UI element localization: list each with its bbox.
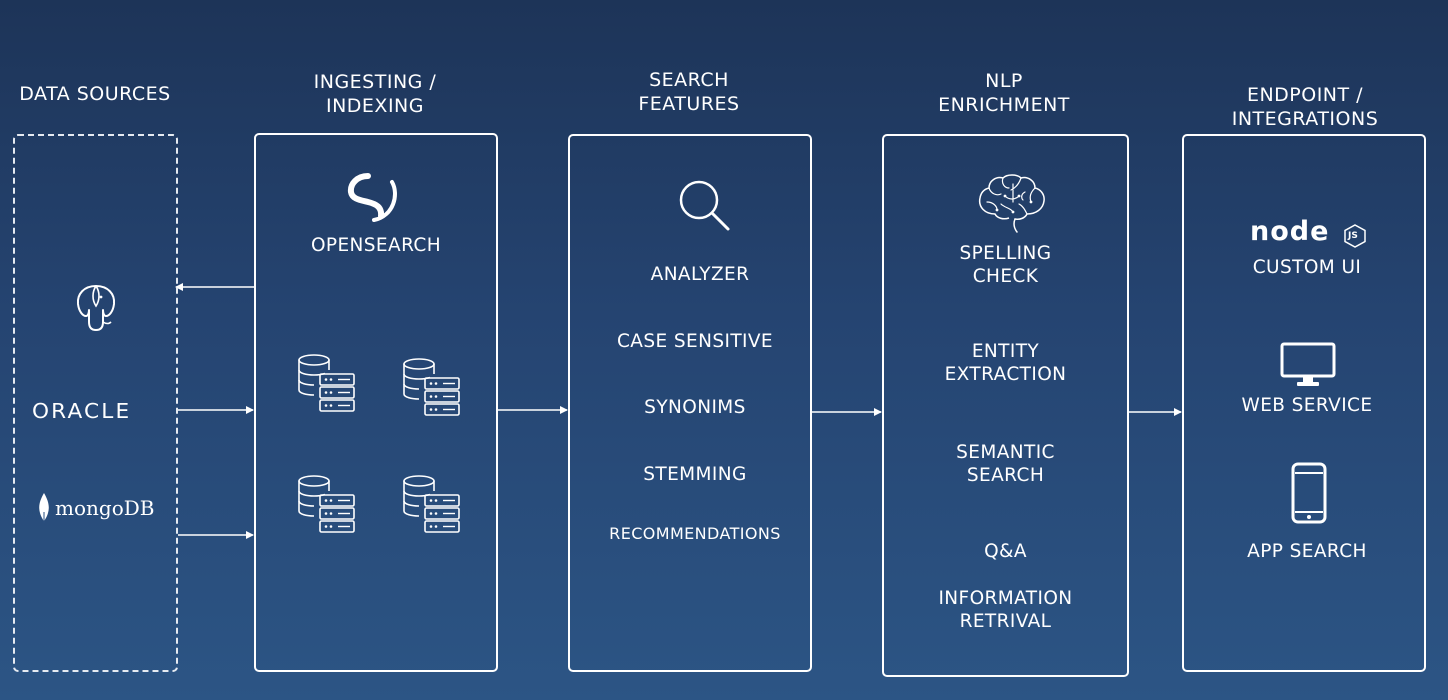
nlp-heading: NLP ENRICHMENT xyxy=(938,70,1070,116)
nodejs-logo-text: node xyxy=(1250,216,1330,247)
monitor-icon xyxy=(1280,342,1336,386)
nodejs-badge-text: JS xyxy=(1348,231,1358,241)
database-server-icon xyxy=(298,475,355,533)
endpoint-custom-ui: CUSTOM UI xyxy=(1252,257,1362,278)
endpoint-app-search: APP SEARCH xyxy=(1247,541,1367,562)
ingesting-panel xyxy=(254,133,498,672)
feature-case-sensitive: CASE SENSITIVE xyxy=(616,331,774,352)
opensearch-logo-icon xyxy=(347,173,397,222)
ingesting-heading: INGESTING / INDEXING xyxy=(313,71,437,117)
feature-analyzer: ANALYZER xyxy=(650,264,750,285)
postgresql-elephant-icon xyxy=(76,285,116,331)
brain-icon xyxy=(978,174,1045,233)
search-features-panel xyxy=(568,134,812,672)
nlp-semantic-search: SEMANTIC SEARCH xyxy=(956,442,1055,486)
feature-stemming: STEMMING xyxy=(643,464,747,485)
database-server-icon xyxy=(403,475,460,533)
search-icon xyxy=(679,180,730,231)
database-server-icon xyxy=(403,358,460,416)
nlp-qa: Q&A xyxy=(984,541,1027,562)
smartphone-icon xyxy=(1291,462,1327,524)
nlp-spelling-check: SPELLING CHECK xyxy=(959,243,1052,287)
search-features-heading: SEARCH FEATURES xyxy=(638,69,740,115)
mongodb-logo-text: mongoDB xyxy=(55,496,155,520)
endpoints-panel xyxy=(1182,134,1426,672)
nodejs-hexagon-icon xyxy=(1344,224,1366,248)
nlp-panel xyxy=(882,134,1129,677)
nlp-information-retrival: INFORMATION RETRIVAL xyxy=(938,588,1073,632)
nlp-entity-extraction: ENTITY EXTRACTION xyxy=(944,341,1067,385)
mongodb-logo: mongoDB xyxy=(55,496,154,520)
endpoint-web-service: WEB SERVICE xyxy=(1241,395,1373,416)
database-server-icon xyxy=(298,354,355,412)
feature-synonims: SYNONIMS xyxy=(644,397,746,418)
mongodb-leaf-icon xyxy=(39,493,49,523)
data-sources-panel xyxy=(13,134,178,672)
feature-recommendations: RECOMMENDATIONS xyxy=(609,524,781,543)
endpoints-heading: ENDPOINT / INTEGRATIONS xyxy=(1231,84,1379,130)
data-sources-heading: DATA SOURCES xyxy=(19,83,171,105)
opensearch-label: OPENSEARCH xyxy=(310,235,442,256)
nodejs-logo: node xyxy=(1250,216,1329,248)
oracle-logo: ORACLE xyxy=(32,399,132,423)
